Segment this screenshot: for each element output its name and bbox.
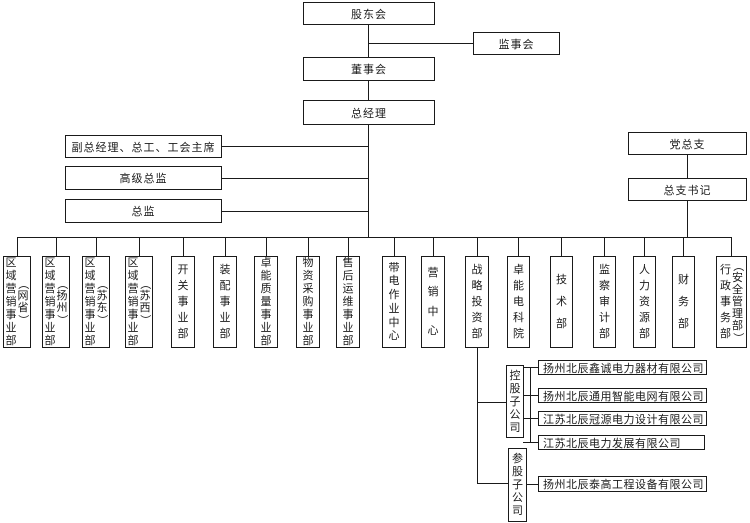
company-guanyuan-power-design: 江苏北辰冠源电力设计有限公司 xyxy=(538,411,707,426)
connector-line xyxy=(348,237,349,256)
dept-regional-marketing-grid: 区域营销事业部 （网省） xyxy=(3,256,31,348)
dept-label: 区域营销事业部 xyxy=(5,257,17,347)
dept-label: 区域营销事业部 xyxy=(44,257,56,347)
dept-strategic-investment: 战略投资部 xyxy=(465,256,489,348)
connector-line xyxy=(477,483,508,484)
company-taigao-engineering-equipment: 扬州北辰泰高工程设备有限公司 xyxy=(538,476,707,492)
node-supervisory-board: 监事会 xyxy=(473,32,560,55)
node-deputy-gm: 副总经理、总工、工会主席 xyxy=(65,135,222,158)
dept-sublabel: （网省） xyxy=(17,278,29,326)
dept-label: 卓能电科院 xyxy=(513,263,524,341)
connector-line xyxy=(523,395,538,396)
connector-line xyxy=(183,237,184,256)
connector-line xyxy=(17,237,18,256)
dept-switch: 开关事业部 xyxy=(171,256,195,348)
dept-sublabel: （扬州） xyxy=(56,278,68,326)
node-senior-director: 高级总监 xyxy=(65,166,222,190)
dept-human-resources: 人力资源部 xyxy=(633,256,656,348)
dept-assembly: 装配事业部 xyxy=(213,256,237,348)
connector-line xyxy=(17,237,732,238)
dept-label: 开关事业部 xyxy=(177,263,189,341)
connector-line xyxy=(687,155,688,178)
dept-sublabel: （苏西） xyxy=(139,278,151,326)
dept-regional-marketing-suxi: 区域营销事业部 （苏西） xyxy=(125,256,153,348)
dept-label: 战略投资部 xyxy=(471,263,483,341)
connector-line xyxy=(561,237,562,256)
connector-line xyxy=(56,237,57,256)
connector-line xyxy=(477,402,506,403)
connector-line xyxy=(523,442,538,443)
company-power-development: 江苏北辰电力发展有限公司 xyxy=(538,435,705,450)
dept-label: 带电作业中心 xyxy=(388,261,400,343)
connector-line xyxy=(477,237,478,256)
dept-label: 监察审计部 xyxy=(599,263,610,341)
node-branch-secretary: 总支书记 xyxy=(628,178,747,201)
dept-label: 财务部 xyxy=(678,274,689,330)
connector-line xyxy=(139,237,140,256)
connector-line xyxy=(644,237,645,256)
dept-label: 人力资源部 xyxy=(639,263,650,341)
group-label: 参股子公司 xyxy=(512,452,523,518)
connector-line xyxy=(604,237,605,256)
connector-line xyxy=(527,484,538,485)
connector-line xyxy=(523,418,538,419)
connector-line xyxy=(518,237,519,256)
connector-line xyxy=(433,237,434,256)
dept-label: 物资采购事业部 xyxy=(302,257,314,347)
node-director: 总监 xyxy=(65,199,222,223)
connector-line xyxy=(523,367,538,368)
dept-label: 售后运维事业部 xyxy=(342,257,354,347)
node-general-manager: 总经理 xyxy=(303,100,435,125)
connector-line xyxy=(368,81,369,100)
company-general-smart-grid: 扬州北辰通用智能电网有限公司 xyxy=(538,388,707,403)
dept-label: 卓能质量事业部 xyxy=(260,257,272,347)
connector-line xyxy=(731,237,732,256)
node-board-of-directors: 董事会 xyxy=(303,57,435,81)
dept-material-procurement: 物资采购事业部 xyxy=(296,256,320,348)
connector-line xyxy=(308,237,309,256)
connector-line xyxy=(222,146,369,147)
group-participating-subsidiaries: 参股子公司 xyxy=(508,448,527,522)
node-party-branch: 党总支 xyxy=(628,132,747,155)
dept-label: 区域营销事业部 xyxy=(127,257,139,347)
connector-line xyxy=(368,125,369,237)
node-shareholders: 股东会 xyxy=(303,2,435,25)
dept-finance: 财务部 xyxy=(672,256,695,348)
connector-line xyxy=(225,237,226,256)
dept-zhuoneng-quality: 卓能质量事业部 xyxy=(254,256,278,348)
dept-label: 技术部 xyxy=(556,274,567,330)
dept-supervision-audit: 监察审计部 xyxy=(593,256,616,348)
connector-line xyxy=(530,367,531,443)
connector-line xyxy=(368,43,474,44)
connector-line xyxy=(683,237,684,256)
dept-label: 装配事业部 xyxy=(219,263,231,341)
dept-label: 营销中心 xyxy=(427,266,439,338)
connector-line xyxy=(687,201,688,237)
dept-regional-marketing-sudong: 区域营销事业部 （苏东） xyxy=(82,256,110,348)
company-xincheng-electric-materials: 扬州北辰鑫诚电力器材有限公司 xyxy=(538,360,707,375)
connector-line xyxy=(222,211,369,212)
dept-aftersales-ops: 售后运维事业部 xyxy=(336,256,360,348)
connector-line xyxy=(266,237,267,256)
group-label: 控股子公司 xyxy=(509,369,521,434)
connector-line xyxy=(222,178,369,179)
dept-marketing-center: 营销中心 xyxy=(421,256,445,348)
dept-regional-marketing-yangzhou: 区域营销事业部 （扬州） xyxy=(42,256,70,348)
dept-admin-affairs-safety: 行政事务部 （安全管理部） xyxy=(716,256,747,348)
connector-line xyxy=(394,237,395,256)
dept-label: 区域营销事业部 xyxy=(84,257,96,347)
dept-live-work-center: 带电作业中心 xyxy=(382,256,406,348)
connector-line xyxy=(96,237,97,256)
dept-sublabel: （苏东） xyxy=(96,278,108,326)
dept-electric-research-institute: 卓能电科院 xyxy=(507,256,530,348)
dept-label: 行政事务部 xyxy=(720,263,731,341)
dept-sublabel: （安全管理部） xyxy=(731,260,744,344)
connector-line xyxy=(477,348,478,483)
connector-line xyxy=(368,25,369,57)
group-holding-subsidiaries: 控股子公司 xyxy=(506,365,524,438)
dept-technology: 技术部 xyxy=(550,256,573,348)
